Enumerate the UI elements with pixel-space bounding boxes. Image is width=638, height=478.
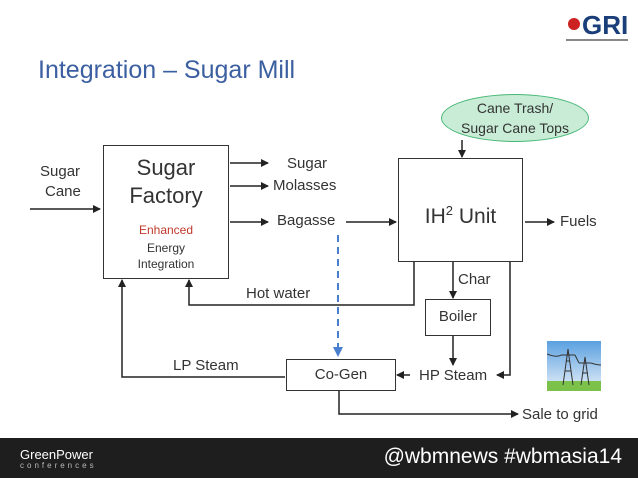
sale-to-grid-label: Sale to grid xyxy=(522,406,598,423)
hp-steam-label: HP Steam xyxy=(419,367,488,384)
arrow-hot-water xyxy=(185,262,415,306)
integration-line: Integration xyxy=(137,257,195,271)
power-tower-icon xyxy=(547,341,601,391)
arrow-ih2-to-hp xyxy=(496,262,511,379)
gri-logo: GRI xyxy=(566,10,628,41)
sugar-cane-line1: Sugar xyxy=(40,163,81,180)
ih2-unit-box: IH2 Unit xyxy=(398,158,523,262)
molasses-output-label: Molasses xyxy=(273,177,337,194)
sugar-cane-label: Sugar Cane xyxy=(40,162,81,202)
flow-connectors xyxy=(30,140,555,418)
sugar-factory-line1: Sugar xyxy=(136,155,196,180)
footer-bar xyxy=(0,438,638,478)
greenpower-brand: GreenPower xyxy=(20,447,93,462)
cane-trash-line2: Sugar Cane Tops xyxy=(461,120,569,136)
ih2-sup: 2 xyxy=(445,203,454,218)
enhanced-label: Enhanced xyxy=(138,223,194,237)
arrow-lp-steam xyxy=(118,279,285,378)
ih2-rest: Unit xyxy=(453,205,497,228)
fuels-label: Fuels xyxy=(560,213,597,230)
cane-trash-line1: Cane Trash/ xyxy=(476,100,554,116)
sugar-factory-title: Sugar Factory xyxy=(104,154,228,210)
energy-line: Energy xyxy=(146,241,186,255)
ih2-unit-label: IH2 Unit xyxy=(399,203,522,229)
lp-steam-label: LP Steam xyxy=(173,357,239,374)
greenpower-sub: conferences xyxy=(20,461,97,470)
sugar-cane-line2: Cane xyxy=(45,183,81,200)
greenpower-logo: GreenPower conferences xyxy=(20,447,97,470)
energy-integration-label: Energy Integration xyxy=(104,240,228,272)
ih2-main: IH xyxy=(424,205,446,228)
cogen-box: Co-Gen xyxy=(286,359,396,391)
sugar-factory-box: Sugar Factory Enhanced Energy Integratio… xyxy=(103,145,229,279)
slide-title: Integration – Sugar Mill xyxy=(38,56,296,84)
gri-logo-text: GRI xyxy=(582,10,628,40)
cane-trash-oval: Cane Trash/ Sugar Cane Tops xyxy=(441,94,589,142)
arrow-sale-to-grid xyxy=(338,390,519,418)
sugar-factory-line2: Factory xyxy=(129,183,203,208)
char-label: Char xyxy=(458,271,491,288)
sugar-output-label: Sugar xyxy=(287,155,328,172)
footer-hashtags: @wbmnews #wbmasia14 xyxy=(383,445,622,468)
bagasse-output-label: Bagasse xyxy=(277,212,336,229)
hot-water-label: Hot water xyxy=(246,285,311,302)
boiler-box: Boiler xyxy=(425,299,491,336)
